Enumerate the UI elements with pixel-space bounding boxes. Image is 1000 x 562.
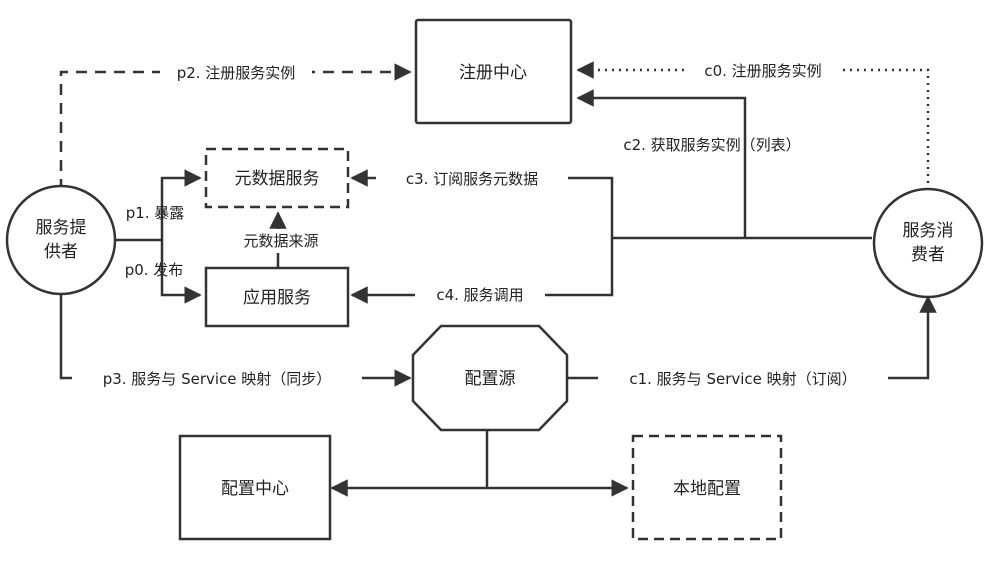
config-center-box (178, 434, 332, 541)
edge-label-p0: p0. 发布 (125, 261, 184, 279)
edge-label-c4: c4. 服务调用 (436, 286, 523, 304)
registry-box (414, 18, 573, 125)
edge-label-metadata-source: 元数据来源 (243, 232, 318, 250)
edge-label-p3: p3. 服务与 Service 映射（同步） (103, 370, 332, 388)
edge-label-p1: p1. 暴露 (126, 204, 185, 222)
edge-label-c0: c0. 注册服务实例 (704, 62, 821, 80)
consumer-label-line2: 费者 (911, 245, 945, 265)
local-config-box (631, 434, 783, 541)
provider-circle (5, 184, 117, 296)
edge-label-c3: c3. 订阅服务元数据 (406, 170, 538, 188)
app-service-box (204, 266, 350, 328)
edge-c1 (565, 295, 937, 380)
edge-label-c2: c2. 获取服务实例（列表） (623, 136, 800, 154)
metadata-service-box (204, 147, 350, 209)
local-config-label: 本地配置 (673, 479, 741, 499)
consumer-label-line1: 服务消 (903, 221, 954, 241)
config-source-label: 配置源 (465, 369, 516, 389)
registry-label: 注册中心 (459, 63, 527, 83)
edge-p1 (160, 169, 202, 240)
app-service-label: 应用服务 (243, 288, 311, 308)
metadata-service-label: 元数据服务 (235, 169, 320, 189)
edge-c2 (576, 89, 747, 238)
provider-label-line2: 供者 (44, 242, 78, 262)
edge-p0 (160, 240, 202, 304)
config-center-label: 配置中心 (221, 479, 289, 499)
edge-c0 (576, 61, 930, 190)
provider-label-line1: 服务提 (36, 218, 87, 238)
edge-label-c1: c1. 服务与 Service 映射（订阅） (629, 370, 856, 388)
config-source-box (411, 324, 569, 432)
edge-label-p2: p2. 注册服务实例 (177, 64, 296, 82)
consumer-circle (872, 187, 984, 299)
